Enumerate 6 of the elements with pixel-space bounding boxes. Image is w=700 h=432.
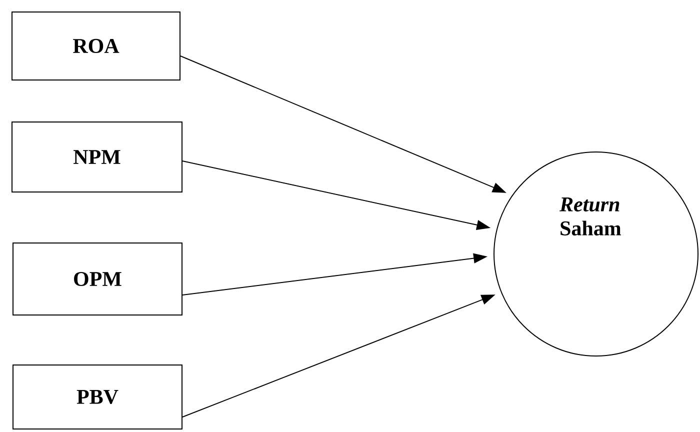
variable-box: OPM: [12, 242, 182, 316]
circle-label: Return Saham: [560, 198, 622, 236]
variable-box: NPM: [12, 122, 182, 192]
variable-box: PBV: [12, 364, 182, 430]
variable-box: ROA: [12, 12, 180, 80]
target-circle: [494, 152, 698, 356]
